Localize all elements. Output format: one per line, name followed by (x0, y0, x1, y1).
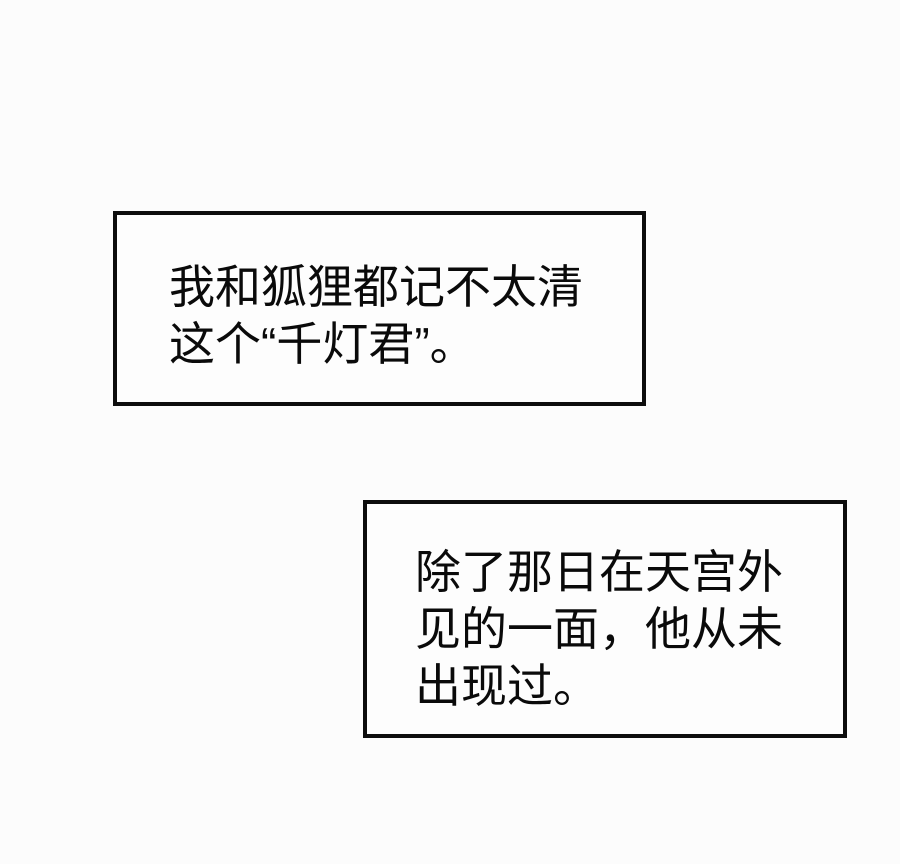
narration-box-1-line-1: 我和狐狸都记不太清 (169, 261, 583, 313)
narration-box-2-line-3: 出现过。 (415, 660, 599, 712)
narration-box-1: 我和狐狸都记不太清 这个“千灯君”。 (113, 211, 646, 406)
narration-box-2-line-1: 除了那日在天宫外 (415, 546, 783, 598)
narration-box-2-line-2: 见的一面，他从未 (415, 603, 783, 655)
narration-box-2: 除了那日在天宫外 见的一面，他从未 出现过。 (363, 500, 847, 738)
narration-box-1-line-2: 这个“千灯君”。 (169, 318, 476, 370)
